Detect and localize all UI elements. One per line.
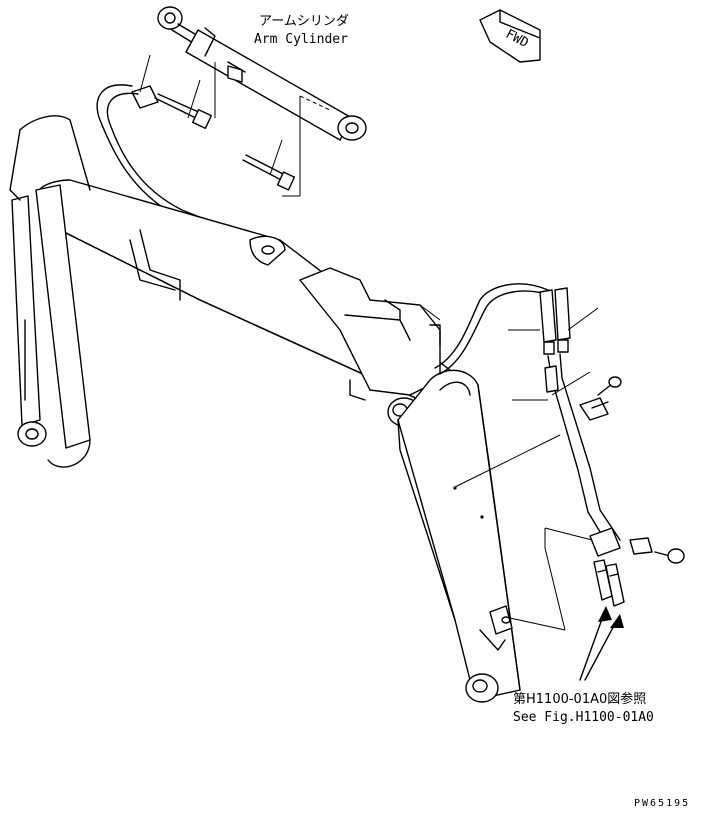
see-fig-label-en: See Fig.H1100-01A0 — [513, 710, 654, 725]
see-fig-label-jp: 第H1100-01A0図参照 — [513, 691, 646, 707]
cylinder-fittings — [131, 54, 296, 191]
arm-cylinder — [157, 6, 367, 197]
leader-lines — [419, 304, 599, 631]
reference-arrows — [579, 606, 624, 681]
arm-hoses — [434, 283, 685, 607]
upper-hose — [96, 84, 296, 261]
drawing-code: PW65195 — [634, 798, 690, 809]
arm-cylinder-label-en: Arm Cylinder — [254, 32, 348, 47]
forward-arrow-icon: FWD — [479, 9, 541, 63]
arm — [397, 369, 521, 703]
arm-cylinder-label-jp: アームシリンダ — [259, 14, 349, 29]
boom-cylinders — [9, 115, 91, 468]
